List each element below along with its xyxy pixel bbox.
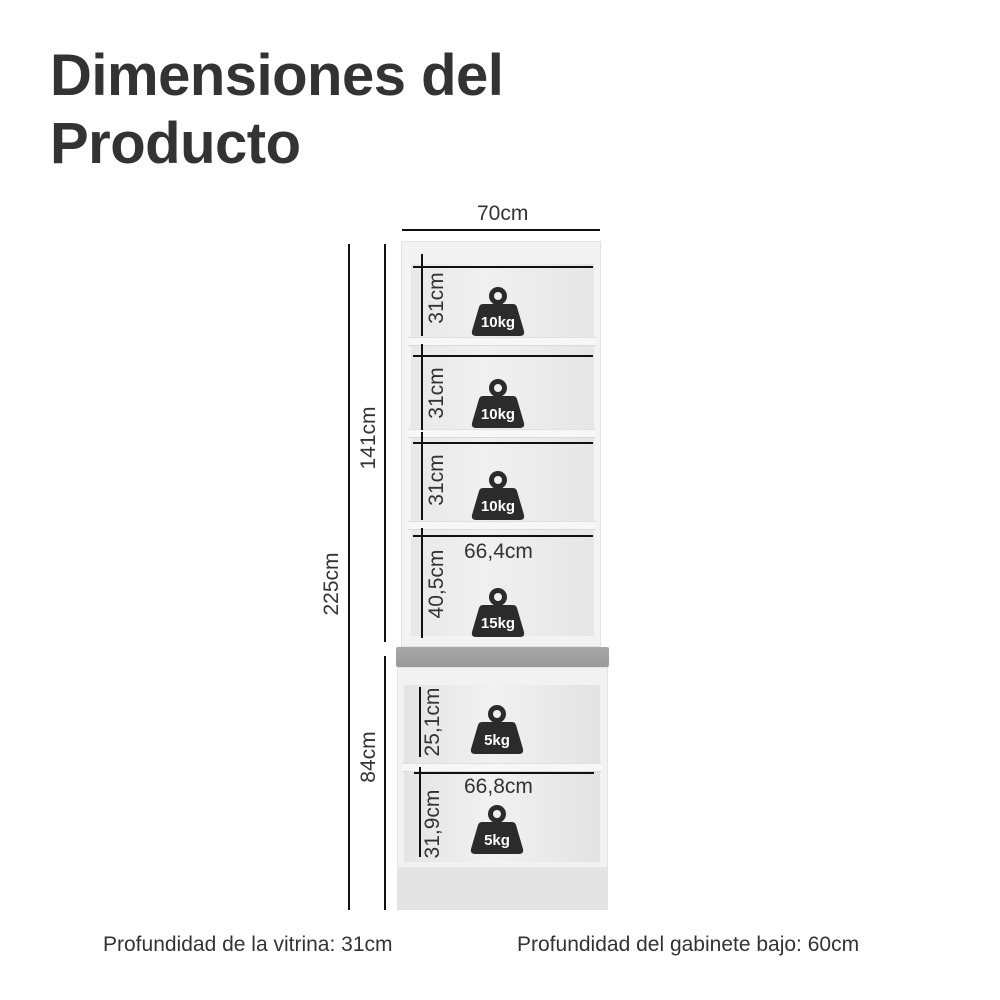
height-lower-label: 84cm xyxy=(357,731,380,783)
shelf-height-line xyxy=(421,528,423,638)
shelf-height-label-3: 31cm xyxy=(425,454,448,506)
shelf-height-line xyxy=(421,432,423,520)
shelf-height-line xyxy=(421,344,423,430)
height-total-line xyxy=(348,244,350,910)
weight-label: 5kg xyxy=(484,832,510,849)
countertop xyxy=(396,647,609,667)
height-upper-label: 141cm xyxy=(357,406,380,470)
depth-vitrina-label: Profundidad de la vitrina: 31cm xyxy=(103,933,393,956)
shelf-height-label-4: 40,5cm xyxy=(425,549,448,619)
shelf-board xyxy=(402,763,602,772)
width-total-line xyxy=(402,229,600,231)
shelf-width-line xyxy=(413,535,593,537)
height-lower-line xyxy=(384,656,386,910)
shelf-height-line xyxy=(421,254,423,336)
shelf-width-line xyxy=(413,266,593,268)
depth-gabinete-label: Profundidad del gabinete bajo: 60cm xyxy=(517,933,860,956)
weight-label: 10kg xyxy=(480,314,516,331)
shelf-board xyxy=(408,337,596,346)
lower-shelf-height-label-2: 31,9cm xyxy=(421,789,444,859)
page-title: Dimensiones del Producto xyxy=(50,42,504,178)
inner-width-upper-label: 66,4cm xyxy=(464,540,533,563)
title-line-2: Producto xyxy=(50,111,301,176)
shelf-height-label-1: 31cm xyxy=(425,272,448,324)
shelf-board xyxy=(408,521,596,530)
plinth xyxy=(398,867,607,909)
title-line-1: Dimensiones del xyxy=(50,43,504,108)
shelf-board xyxy=(408,429,596,438)
weight-label: 15kg xyxy=(480,615,516,632)
height-total-label: 225cm xyxy=(320,552,343,616)
shelf-width-line xyxy=(414,772,594,774)
weight-icon: 5kg xyxy=(470,804,524,854)
weight-icon: 10kg xyxy=(471,378,525,428)
weight-icon: 10kg xyxy=(471,470,525,520)
weight-label: 10kg xyxy=(480,498,516,515)
inner-width-lower-label: 66,8cm xyxy=(464,775,533,798)
weight-label: 5kg xyxy=(484,732,510,749)
shelf-height-line xyxy=(419,767,421,857)
weight-icon: 5kg xyxy=(470,704,524,754)
weight-label: 10kg xyxy=(480,406,516,423)
shelf-height-label-2: 31cm xyxy=(425,367,448,419)
weight-icon: 15kg xyxy=(471,587,525,637)
shelf-width-line xyxy=(413,442,593,444)
shelf-height-line xyxy=(419,687,421,757)
height-upper-line xyxy=(384,244,386,642)
shelf-width-line xyxy=(413,355,593,357)
width-total-label: 70cm xyxy=(477,202,529,225)
lower-shelf-height-label-1: 25,1cm xyxy=(421,687,444,757)
weight-icon: 10kg xyxy=(471,286,525,336)
